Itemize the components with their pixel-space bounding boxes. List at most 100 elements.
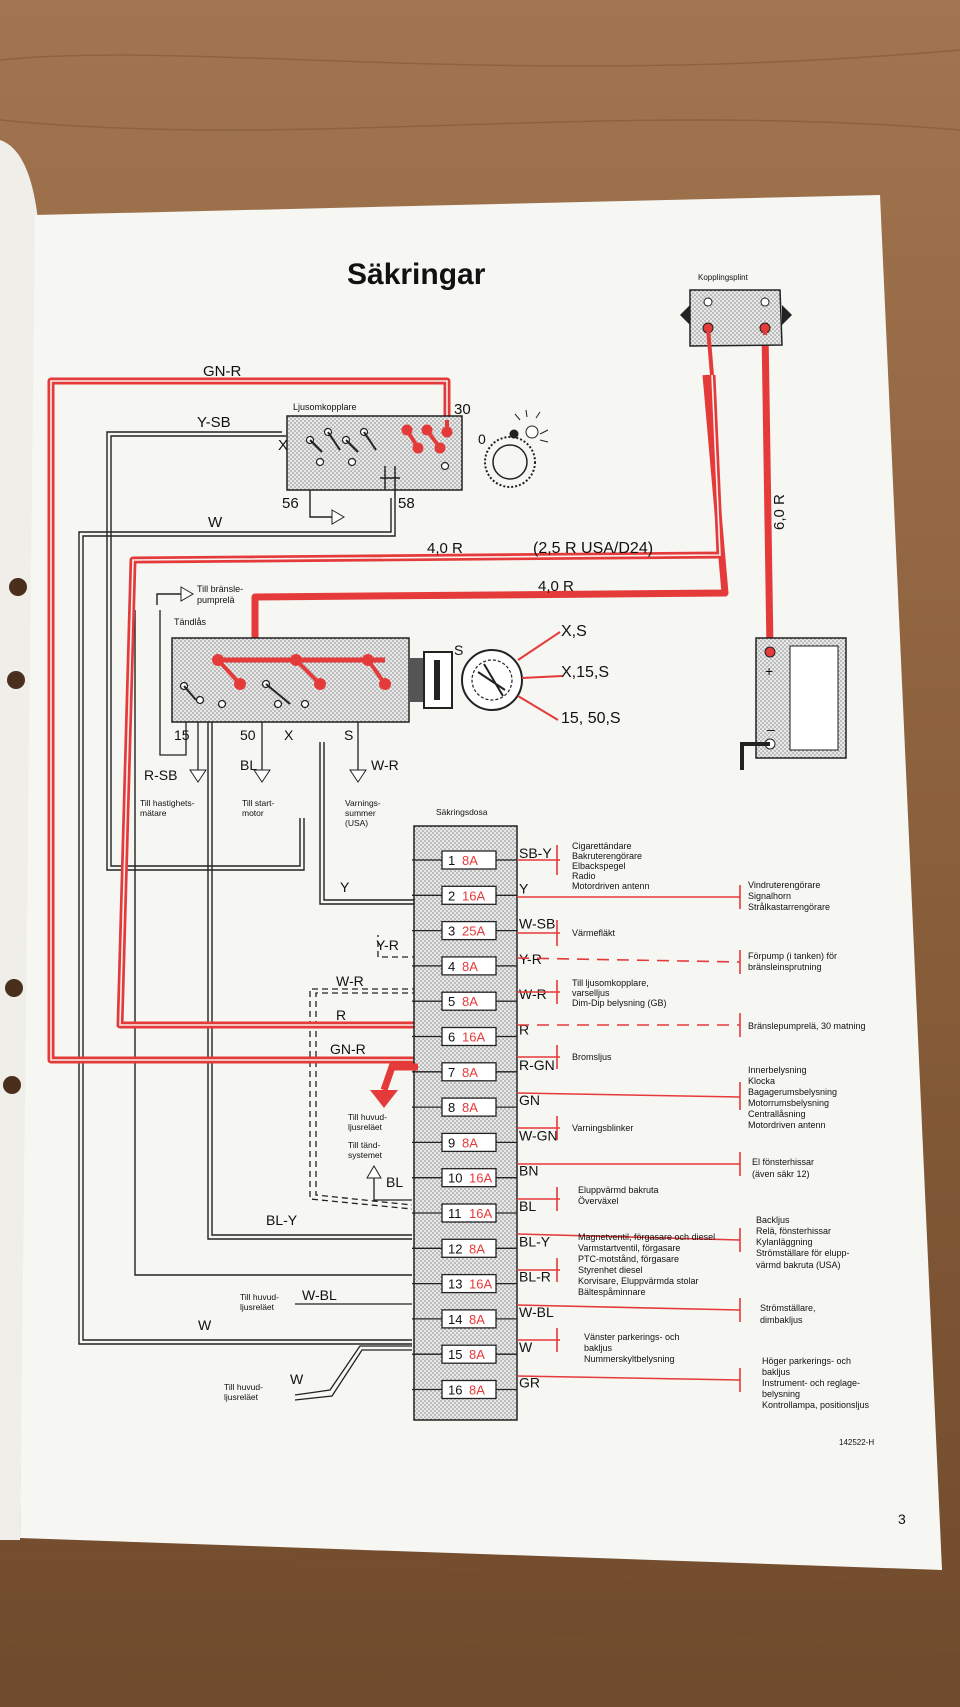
fuse-number: 1: [448, 853, 455, 868]
svg-text:Elbackspegel: Elbackspegel: [572, 861, 626, 871]
tandlas: Till bränsle- pumprelä Tändlås: [156, 584, 563, 783]
svg-text:(2,5 R USA/D24): (2,5 R USA/D24): [533, 540, 653, 557]
fuse-wire-color: GN: [519, 1092, 540, 1108]
svg-text:Backljus: Backljus: [756, 1215, 790, 1225]
fuse-number: 14: [448, 1312, 462, 1327]
svg-text:Relä, fönsterhissar: Relä, fönsterhissar: [756, 1226, 831, 1236]
svg-text:Kylanläggning: Kylanläggning: [756, 1237, 813, 1247]
svg-text:W-R: W-R: [371, 757, 399, 773]
svg-text:Vänster parkerings- och: Vänster parkerings- och: [584, 1332, 680, 1342]
svg-text:dimbakljus: dimbakljus: [760, 1315, 803, 1325]
svg-text:X,S: X,S: [561, 623, 587, 640]
svg-text:Bakruterengörare: Bakruterengörare: [572, 851, 642, 861]
battery: + –: [740, 637, 847, 770]
svg-text:ljusreläet: ljusreläet: [240, 1302, 275, 1312]
svg-text:Motordriven antenn: Motordriven antenn: [572, 881, 650, 891]
fuse-wire-color: BL-Y: [519, 1233, 551, 1249]
fuse-wire-color: R: [519, 1022, 529, 1038]
fuse-rating: 16A: [469, 1277, 492, 1292]
svg-text:Styrenhet diesel: Styrenhet diesel: [578, 1265, 643, 1275]
fuse-number: 12: [448, 1241, 462, 1256]
svg-text:58: 58: [398, 495, 415, 512]
svg-text:W: W: [198, 1317, 212, 1333]
svg-text:4,0 R: 4,0 R: [427, 540, 463, 557]
svg-text:GN-R: GN-R: [203, 363, 241, 380]
fuse-box: [413, 825, 518, 1421]
svg-text:Till hastighets-: Till hastighets-: [140, 798, 195, 808]
svg-text:Till huvud-: Till huvud-: [348, 1112, 387, 1122]
svg-text:Tändlås: Tändlås: [174, 617, 207, 627]
fuse-number: 7: [448, 1065, 455, 1080]
svg-text:Till tänd-: Till tänd-: [348, 1140, 380, 1150]
svg-text:15, 50,S: 15, 50,S: [561, 710, 621, 727]
fuse-number: 9: [448, 1135, 455, 1150]
black-wires: [78, 431, 418, 1345]
svg-text:(även säkr 12): (även säkr 12): [752, 1169, 810, 1179]
figure-code: 142522-H: [839, 1438, 874, 1447]
svg-text:Eluppvärmd bakruta: Eluppvärmd bakruta: [578, 1185, 659, 1195]
svg-text:Förpump (i tanken) för: Förpump (i tanken) för: [748, 951, 837, 961]
svg-text:W: W: [290, 1371, 304, 1387]
svg-text:Strömställare,: Strömställare,: [760, 1303, 816, 1313]
svg-text:ljusreläet: ljusreläet: [224, 1392, 259, 1402]
svg-text:Ljusomkopplare: Ljusomkopplare: [293, 402, 357, 412]
svg-text:Bältespåminnare: Bältespåminnare: [578, 1287, 646, 1297]
svg-text:Nummerskyltbelysning: Nummerskyltbelysning: [584, 1354, 675, 1364]
fuse-number: 4: [448, 959, 455, 974]
svg-text:El fönsterhissar: El fönsterhissar: [752, 1157, 814, 1167]
svg-text:summer: summer: [345, 808, 376, 818]
svg-text:motor: motor: [242, 808, 264, 818]
fuse: 1 8A SB-Y: [412, 845, 552, 870]
fuse-wire-color: BL: [519, 1198, 536, 1214]
svg-text:Y: Y: [340, 879, 350, 895]
fuse-rating: 8A: [469, 1241, 485, 1256]
svg-text:Magnetventil, förgasare och di: Magnetventil, förgasare och diesel: [578, 1232, 715, 1242]
svg-text:Radio: Radio: [572, 871, 596, 881]
fuse-wire-color: W-R: [519, 986, 547, 1002]
fuse-wire-color: SB-Y: [519, 845, 552, 861]
dashed-wires: [309, 935, 418, 1210]
svg-text:Cigarettändare: Cigarettändare: [572, 841, 632, 851]
left-arrows: [294, 1063, 418, 1401]
fuse-rating: 8A: [462, 1100, 478, 1115]
svg-text:Till start-: Till start-: [242, 798, 274, 808]
fuse: 12 8A BL-Y: [412, 1233, 551, 1258]
binder-holes: [3, 578, 27, 1094]
red-wires-inner: [50, 374, 721, 1061]
fuse-number: 16: [448, 1383, 462, 1398]
fuse-number: 5: [448, 994, 455, 1009]
wood-grain: [0, 49, 960, 1651]
fuse-wire-color: Y: [519, 880, 529, 896]
svg-text:Varnings-: Varnings-: [345, 798, 381, 808]
svg-text:Korvisare, Eluppvärmda stolar: Korvisare, Eluppvärmda stolar: [578, 1276, 699, 1286]
fuse-rating: 16A: [469, 1171, 492, 1186]
svg-text:Strålkastarrengörare: Strålkastarrengörare: [748, 902, 830, 912]
svg-text:50: 50: [240, 727, 256, 743]
svg-text:Bränslepumprelä, 30 matning: Bränslepumprelä, 30 matning: [748, 1021, 866, 1031]
page-number: 3: [898, 1511, 906, 1527]
svg-text:BL: BL: [386, 1174, 403, 1190]
svg-text:+: +: [765, 663, 773, 679]
svg-text:Centrallåsning: Centrallåsning: [748, 1109, 806, 1119]
svg-text:Till huvud-: Till huvud-: [224, 1382, 263, 1392]
svg-text:Signalhorn: Signalhorn: [748, 891, 791, 901]
svg-text:Kontrollampa, positionsljus: Kontrollampa, positionsljus: [762, 1400, 870, 1410]
svg-text:0: 0: [478, 431, 486, 447]
svg-text:Till bränsle-: Till bränsle-: [197, 584, 243, 594]
fuse-rating: 25A: [462, 924, 485, 939]
ljusomkopplare: Ljusomkopplare: [286, 402, 463, 525]
svg-text:systemet: systemet: [348, 1150, 383, 1160]
fuse-rating: 8A: [462, 853, 478, 868]
svg-text:belysning: belysning: [762, 1389, 800, 1399]
svg-text:Bagagerumsbelysning: Bagagerumsbelysning: [748, 1087, 837, 1097]
svg-text:Varmstartventil, förgasare: Varmstartventil, förgasare: [578, 1243, 680, 1253]
